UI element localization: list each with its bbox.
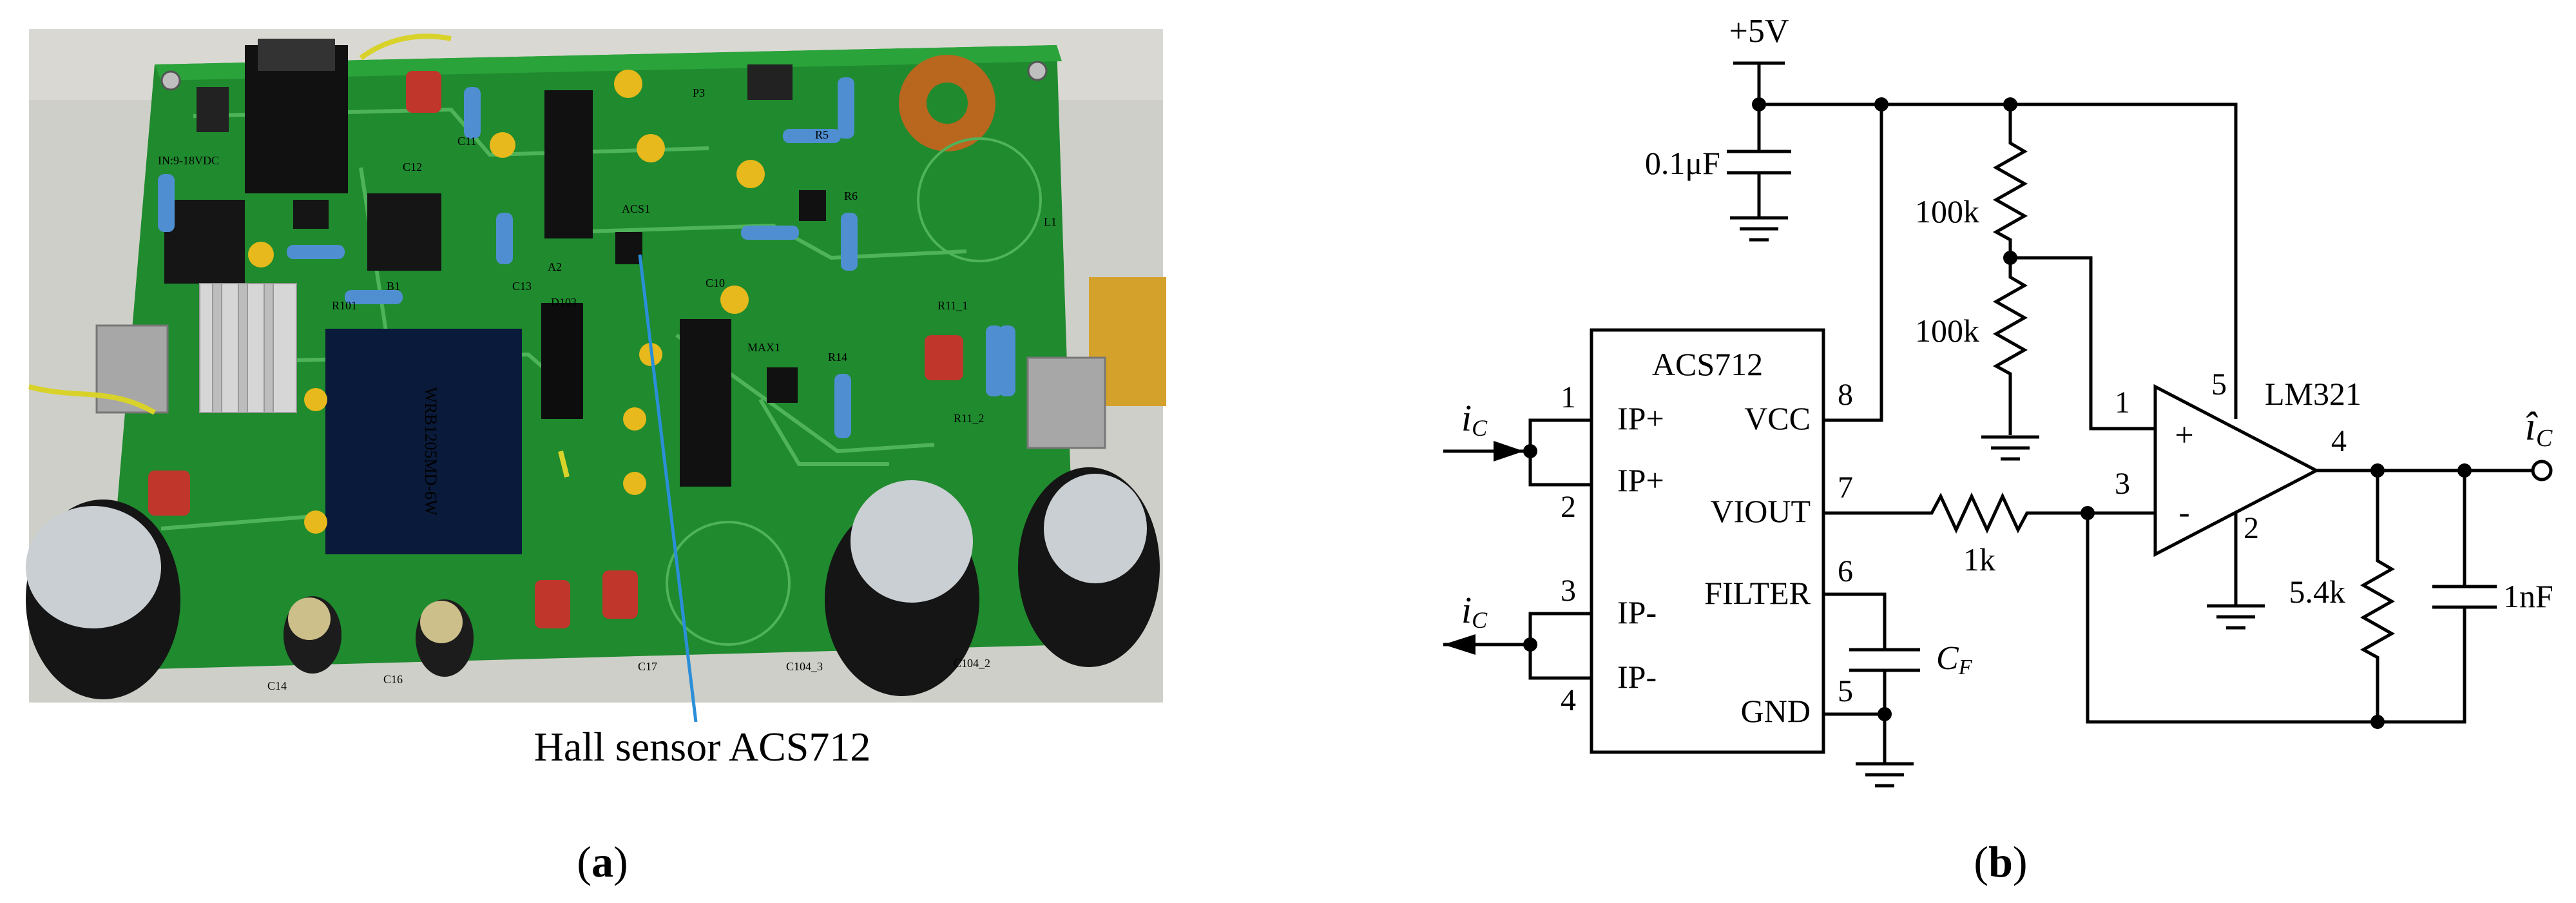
ip-plus-wire [1528, 418, 1591, 487]
silk-r5: R5 [815, 128, 829, 141]
panel-b-schematic: +5V 0.1μF 100k 100k ACS712 IP+ IP+ IP- [1443, 13, 2553, 788]
silk-c12: C12 [403, 160, 422, 173]
bypass-cap-label: 0.1μF [1645, 145, 1720, 181]
ic-out-label: iC [1461, 589, 1488, 633]
silk-acs1: ACS1 [622, 202, 650, 215]
r-feedback-label: 5.4k [2289, 574, 2346, 610]
op-pin-1: 1 [2115, 385, 2130, 420]
silk-b1: B1 [387, 280, 400, 293]
output-terminal [2531, 460, 2553, 481]
supply-rail [1757, 63, 2238, 419]
resistor-5-4k [2360, 471, 2396, 722]
op-pin-5: 5 [2211, 367, 2227, 402]
output-label: îC [2525, 405, 2553, 452]
silk-c104-2: C104_3 [786, 660, 823, 673]
pin-num-6: 6 [1838, 554, 1853, 588]
opamp-minus: - [2178, 494, 2189, 531]
acs712-chip [615, 232, 642, 264]
silk-c104-1: C104_2 [954, 657, 990, 670]
silk-c16: C14 [267, 679, 287, 692]
ip-minus-wire [1528, 612, 1591, 680]
silk-p3: P3 [693, 86, 705, 99]
pin-num-7: 7 [1838, 471, 1853, 505]
silk-l1: L1 [1044, 215, 1057, 228]
silk-c11: C11 [457, 135, 476, 148]
silk-a2: A2 [548, 260, 562, 273]
pin-ip-plus-1: IP+ [1617, 400, 1664, 436]
pin-filter: FILTER [1704, 575, 1811, 611]
ic-in-label: iC [1461, 397, 1488, 441]
dcdc-module [325, 329, 522, 554]
opamp-name: LM321 [2265, 376, 2361, 412]
acs712-ic [1590, 328, 1825, 754]
pin-num-2: 2 [1561, 490, 1576, 524]
pin-ip-plus-2: IP+ [1617, 462, 1664, 498]
silk-r14: R14 [828, 351, 847, 364]
r-top-label: 100k [1915, 193, 1979, 229]
c-feedback-label: 1nF [2503, 578, 2553, 614]
pin-ip-minus-2: IP- [1617, 659, 1657, 695]
silk-r101: R101 [332, 299, 357, 312]
pin-ip-minus-1: IP- [1617, 594, 1657, 630]
svg-text:WRB1205MD-6W: WRB1205MD-6W [421, 387, 440, 516]
op-pin-4: 4 [2331, 424, 2347, 458]
pin-num-5: 5 [1838, 674, 1853, 708]
caption-a: (a) [577, 837, 628, 886]
electrolytic-caps [26, 467, 1160, 699]
ref-wire [2010, 256, 2155, 431]
r-series-label: 1k [1963, 541, 1995, 578]
hall-sensor-annotation: Hall sensor ACS712 [534, 724, 871, 770]
opamp-plus: + [2175, 417, 2193, 454]
cf-label: CF [1936, 640, 1973, 679]
feedback-wire [2086, 513, 2378, 724]
silk-c104-3: C17 [638, 660, 657, 673]
annotation-pointer [638, 254, 698, 723]
pin-vcc: VCC [1744, 400, 1811, 436]
vcc-wire [1823, 104, 1883, 422]
resistor-100k-bottom [1992, 258, 2028, 435]
silk-c10: C10 [706, 277, 725, 289]
dip-ic [164, 200, 245, 284]
ic-name: ACS712 [1652, 346, 1763, 382]
silk-r11-1: R11_1 [937, 299, 968, 312]
supply-label: +5V [1729, 13, 1789, 50]
op-pin-2: 2 [2244, 511, 2259, 545]
silk-r11-2: R11_2 [954, 412, 984, 425]
pin-num-3: 3 [1561, 574, 1576, 608]
r-bottom-label: 100k [1915, 313, 1979, 349]
silk-r6: R6 [844, 189, 858, 202]
silk-c17: C16 [383, 673, 403, 686]
silk-d103: D103 [551, 296, 577, 309]
filter-wire [1823, 592, 1887, 650]
pin-viout: VIOUT [1710, 493, 1811, 529]
silk-r1: IN:9-18VDC [158, 154, 219, 167]
pin-gnd: GND [1741, 693, 1811, 729]
op-pin-3: 3 [2115, 467, 2130, 501]
pin-num-8: 8 [1838, 378, 1853, 412]
resistor-1k [1823, 492, 2155, 534]
resistor-100k-top [1992, 104, 2028, 258]
silk-c13: C13 [512, 280, 532, 293]
caption-b: (b) [1974, 837, 2027, 886]
panel-a-photo: WRB1205MD-6W [26, 29, 1166, 703]
pin-num-1: 1 [1561, 380, 1576, 414]
silk-max1: MAX1 [747, 341, 780, 354]
pin-num-4: 4 [1561, 683, 1576, 717]
